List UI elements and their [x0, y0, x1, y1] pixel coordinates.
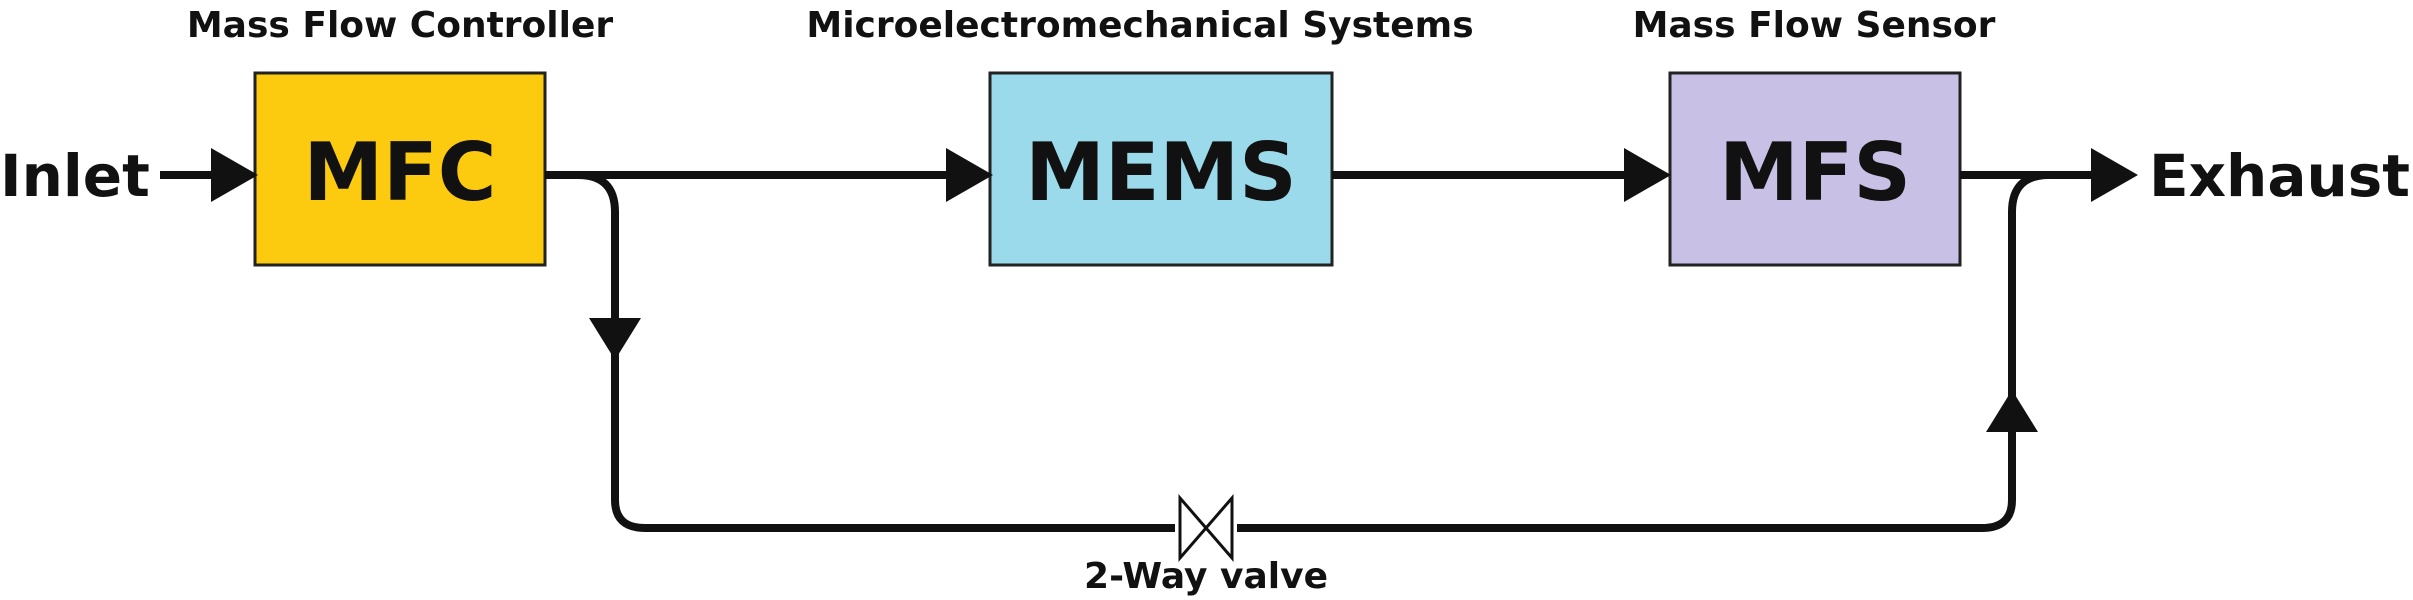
mfc-label: MFC — [304, 126, 497, 219]
mfs-block — [1668, 71, 1962, 267]
mfs-label: MFS — [1719, 126, 1911, 219]
mfs-title: Mass Flow Sensor — [1633, 5, 1996, 46]
mems-title: Microelectromechanical Systems — [806, 5, 1473, 46]
bypass-up-arrow — [1986, 390, 2038, 432]
exhaust-arrow — [2091, 148, 2138, 202]
mems-input-arrow — [946, 148, 993, 202]
exhaust-label: Exhaust — [2149, 142, 2410, 210]
mems-label: MEMS — [1025, 126, 1296, 219]
mfs-input-arrow — [1624, 148, 1671, 202]
mems-block — [988, 71, 1334, 267]
mfc-title: Mass Flow Controller — [187, 5, 614, 46]
bypass-line-right — [1237, 171, 2050, 532]
mfc-block — [253, 71, 547, 267]
valve-label: 2-Way valve — [1084, 556, 1328, 597]
valve-icon-right — [1204, 493, 1234, 563]
inlet-label: Inlet — [0, 142, 150, 210]
inlet-arrow — [211, 148, 258, 202]
bypass-down-arrow — [589, 318, 641, 360]
valve-icon-left — [1178, 493, 1208, 563]
